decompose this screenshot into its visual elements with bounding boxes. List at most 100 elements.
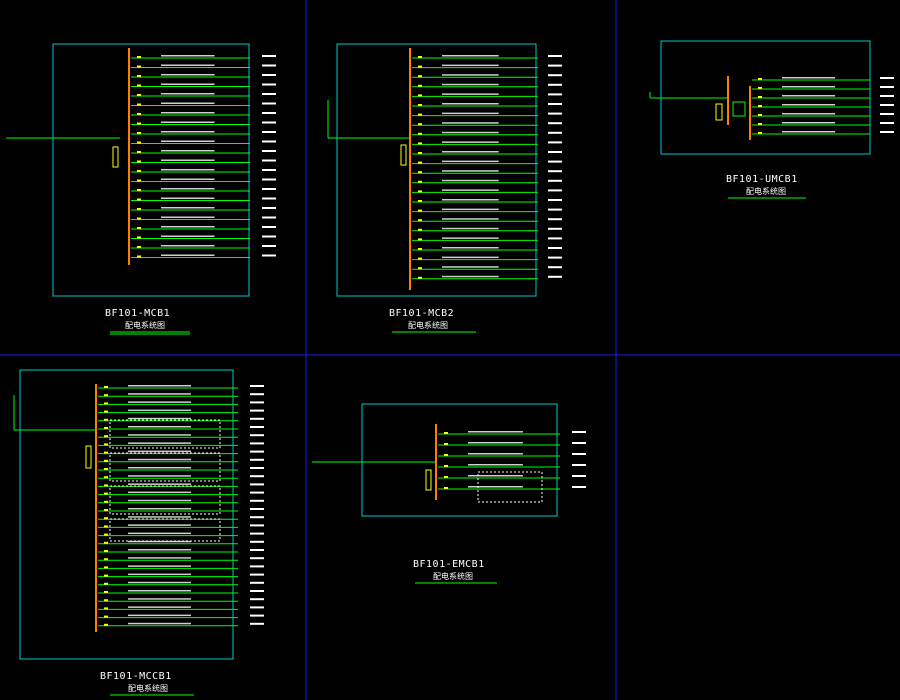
cable-spec-text — [128, 434, 191, 436]
breaker-symbol — [104, 541, 108, 544]
cable-spec-text — [128, 442, 191, 444]
cable-spec-text — [782, 113, 836, 115]
diagram-mcb1[interactable]: BF101-MCB1 配电系统图 — [6, 43, 276, 335]
load-label-text — [250, 499, 264, 502]
diagram-mccb1[interactable]: BF101-MCCB1 配电系统图 — [13, 369, 264, 696]
load-label-text — [250, 417, 264, 420]
breaker-symbol — [137, 198, 141, 201]
cable-spec-text — [128, 401, 191, 403]
breaker-symbol — [418, 238, 422, 241]
cable-spec-text — [442, 275, 499, 278]
diagram-mcb2[interactable]: BF101-MCB2 配电系统图 — [327, 43, 562, 333]
load-label-text — [250, 565, 264, 568]
load-label-text — [572, 442, 586, 444]
breaker-symbol — [137, 75, 141, 77]
diagram-emcb1[interactable]: BF101-EMCB1 配电系统图 — [312, 403, 586, 584]
cable-spec-text — [442, 93, 499, 95]
load-label-text — [250, 557, 264, 560]
breaker-symbol — [137, 84, 141, 87]
cable-spec-text — [442, 199, 499, 201]
breaker-symbol — [418, 228, 422, 231]
load-label-text — [880, 122, 894, 124]
load-label-text — [548, 256, 562, 259]
diagram-title: BF101-MCB1 — [105, 308, 170, 319]
cable-spec-text — [128, 467, 191, 469]
breaker-symbol — [418, 104, 422, 106]
diagram-subtitle: 配电系统图 — [125, 320, 165, 330]
load-label-text — [880, 77, 894, 79]
load-label-text — [548, 83, 562, 86]
breaker-symbol — [137, 170, 141, 172]
cable-spec-text — [442, 103, 499, 105]
cable-spec-text — [128, 450, 191, 453]
breaker-symbol — [758, 105, 762, 107]
load-label-text — [548, 112, 562, 115]
breaker-symbol — [104, 558, 108, 561]
cable-spec-text — [161, 245, 215, 247]
cable-spec-text — [442, 179, 499, 182]
breaker-symbol — [418, 219, 422, 222]
breaker-symbol — [104, 623, 108, 626]
reserve-group — [477, 471, 543, 503]
cable-spec-text — [128, 598, 191, 600]
panel-frame — [52, 43, 250, 297]
breaker-symbol — [137, 179, 141, 182]
cable-spec-text — [161, 55, 215, 57]
load-label-text — [250, 508, 264, 510]
load-label-text — [548, 103, 562, 105]
load-label-text — [250, 450, 264, 453]
load-label-text — [548, 208, 562, 211]
load-label-text — [548, 266, 562, 269]
load-label-text — [262, 93, 276, 95]
load-label-text — [250, 540, 264, 543]
breaker-symbol — [104, 394, 108, 397]
load-label-text — [262, 245, 276, 247]
breaker-symbol — [104, 591, 108, 593]
breaker-symbol — [444, 487, 448, 489]
load-label-text — [262, 254, 276, 257]
load-label-text — [548, 170, 562, 173]
cable-spec-text — [782, 86, 836, 88]
load-label-text — [262, 55, 276, 57]
breaker-symbol — [418, 248, 422, 250]
cable-spec-text — [128, 581, 191, 584]
load-label-text — [548, 131, 562, 134]
cable-spec-text — [128, 524, 191, 526]
load-label-text — [548, 160, 562, 163]
breaker-symbol — [104, 418, 108, 421]
load-label-text — [250, 409, 264, 412]
load-label-text — [548, 227, 562, 230]
breaker-symbol — [137, 246, 141, 248]
meter-symbol — [715, 103, 723, 121]
diagram-subtitle: 配电系统图 — [746, 186, 786, 196]
breaker-symbol — [104, 468, 108, 470]
cable-spec-text — [128, 508, 191, 510]
breaker-symbol — [418, 132, 422, 135]
load-label-text — [572, 431, 586, 433]
load-label-text — [262, 197, 276, 200]
load-label-text — [548, 74, 562, 77]
cable-spec-text — [161, 102, 215, 104]
cable-spec-text — [442, 64, 499, 67]
breaker-symbol — [104, 607, 108, 610]
feeder-circuits — [98, 385, 264, 627]
cable-spec-text — [161, 178, 215, 180]
breaker-symbol — [418, 123, 422, 126]
feeder-circuits — [412, 55, 562, 280]
cable-spec-text — [468, 431, 523, 433]
breaker-symbol — [104, 509, 108, 511]
feeder-circuits — [131, 55, 276, 258]
cable-spec-text — [442, 74, 499, 76]
breaker-symbol — [104, 410, 108, 413]
cable-spec-text — [161, 140, 215, 142]
diagram-umcb1[interactable]: BF101-UMCB1 配电系统图 — [649, 40, 894, 199]
panel-frame — [19, 369, 234, 660]
load-label-text — [250, 434, 264, 437]
cable-spec-text — [128, 606, 191, 608]
breaker-symbol — [418, 276, 422, 279]
cable-spec-text — [442, 208, 499, 211]
load-label-text — [262, 112, 276, 114]
cable-spec-text — [161, 159, 215, 161]
breaker-symbol — [418, 142, 422, 145]
load-label-text — [250, 426, 264, 428]
